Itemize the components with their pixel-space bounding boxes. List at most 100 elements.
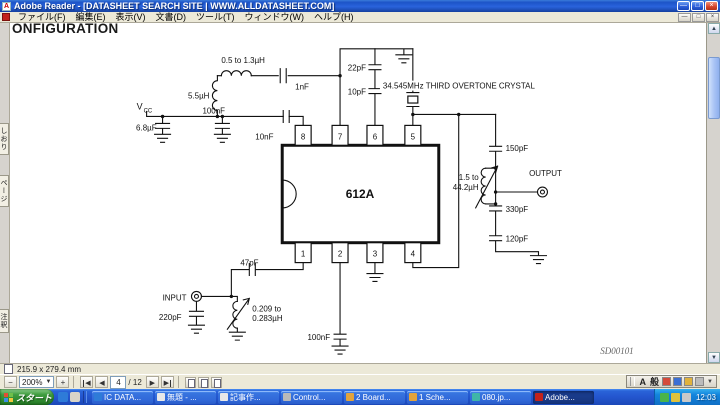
inductor-top-coil	[220, 70, 252, 77]
label-crystal: 34.545MHz THIRD OVERTONE CRYSTAL	[383, 82, 536, 91]
zoom-in-button[interactable]: +	[56, 376, 70, 388]
menu-view[interactable]: 表示(V)	[115, 11, 146, 22]
child-restore-button[interactable]: □	[692, 12, 705, 22]
menu-help[interactable]: ヘルプ(H)	[314, 11, 354, 22]
ime-options-icon[interactable]: ▼	[707, 378, 713, 385]
ime-dictionary-icon[interactable]	[684, 377, 694, 386]
facing-view-button[interactable]	[210, 376, 222, 388]
previous-page-button[interactable]: ◀	[95, 376, 109, 388]
taskbar-item-adobe-reader[interactable]: Adobe...	[533, 390, 594, 404]
ime-grip-handle[interactable]	[629, 377, 635, 386]
next-page-button[interactable]: ▶	[145, 376, 159, 388]
taskbar-item-untitled[interactable]: 無題 - ...	[155, 390, 216, 404]
chevron-down-icon: ▼	[45, 379, 52, 385]
page-size-text: 215.9 x 279.4 mm	[17, 364, 82, 374]
pin-1: 1	[301, 250, 306, 259]
ime-help-icon[interactable]	[695, 377, 705, 386]
quick-launch-desktop-icon[interactable]	[70, 392, 80, 402]
menu-document[interactable]: 文書(D)	[155, 11, 187, 22]
menu-file[interactable]: ファイル(F)	[18, 11, 66, 22]
tab-pages[interactable]: ページ	[0, 175, 9, 207]
task-buttons: IC DATA... 無題 - ... 記事作... Control... 2 …	[92, 390, 654, 404]
maximize-button[interactable]: □	[691, 1, 704, 11]
label-cap-100nf-top: 100nF	[202, 106, 225, 115]
pin-8: 8	[301, 132, 306, 141]
scroll-up-button[interactable]: ▲	[708, 23, 720, 34]
taskbar-item-schematic-group[interactable]: 1 Sche...	[407, 390, 468, 404]
minimize-button[interactable]: —	[677, 1, 690, 11]
ime-input-mode[interactable]: A	[639, 376, 647, 387]
quick-launch-browser-icon[interactable]	[58, 392, 68, 402]
tray-antivirus-icon[interactable]	[659, 392, 669, 402]
quick-launch-separator	[83, 391, 87, 403]
label-inductor-out-1: 1.5 to	[459, 173, 480, 182]
crystal-branch	[406, 48, 497, 126]
cap-220p-symbol	[187, 300, 205, 334]
menu-window[interactable]: ウィンドウ(W)	[244, 11, 305, 22]
schematic-wiring	[146, 48, 549, 355]
last-page-button[interactable]: ▶	[160, 376, 174, 388]
input-terminal	[190, 290, 202, 302]
ime-tool-icon[interactable]	[662, 377, 672, 386]
taskbar-item-article[interactable]: 記事作...	[218, 390, 279, 404]
pdf-page[interactable]: ONFIGURATION	[10, 23, 706, 363]
tab-bookmarks[interactable]: しおり	[0, 123, 9, 155]
cap-100nf-bot-symbol	[331, 262, 349, 355]
scroll-down-button[interactable]: ▼	[708, 352, 720, 363]
zoom-level-dropdown[interactable]: 200% ▼	[19, 376, 55, 388]
inductor-in-coil	[232, 300, 238, 329]
pin3-ground	[366, 262, 384, 283]
label-inductor-in-2: 0.283µH	[252, 314, 283, 323]
zoom-out-button[interactable]: −	[4, 376, 17, 388]
pin-5: 5	[411, 132, 416, 141]
child-close-button[interactable]: ×	[706, 12, 719, 22]
label-cap-22p: 22pF	[348, 64, 366, 73]
inductor-out-arrow	[474, 165, 499, 209]
label-cap-100nf-bot: 100nF	[307, 333, 330, 342]
taskbar-item-ic-data[interactable]: IC DATA...	[92, 390, 153, 404]
cap-6u8-symbol	[154, 115, 172, 143]
schematic-612a: ONFIGURATION	[12, 23, 634, 356]
tab-comments[interactable]: 注釈	[0, 309, 9, 333]
ic-612a: 8 7 6 5 1 2 3 4 612A	[280, 124, 441, 264]
tray-network-icon[interactable]	[681, 392, 691, 402]
start-button[interactable]: スタート	[0, 389, 54, 405]
document-icon[interactable]	[2, 13, 10, 21]
label-cap-120p: 120pF	[506, 235, 529, 244]
page-count-label: / 12	[128, 377, 142, 387]
quick-launch	[57, 391, 89, 403]
child-minimize-button[interactable]: —	[678, 12, 691, 22]
single-page-view-button[interactable]	[184, 376, 196, 388]
ic-notch	[281, 179, 297, 209]
continuous-view-button[interactable]	[197, 376, 209, 388]
label-cap-47p: 47pF	[240, 259, 258, 268]
taskbar-item-image[interactable]: 080.jp...	[470, 390, 531, 404]
pin-6: 6	[373, 132, 378, 141]
label-inductor-out-2: 44.2µH	[453, 183, 479, 192]
taskbar-clock[interactable]: 12:03	[695, 392, 716, 402]
ime-pad-icon[interactable]	[673, 377, 683, 386]
label-inductor-5u5: 5.5µH	[188, 92, 210, 101]
windows-flag-icon	[4, 392, 13, 402]
pin-4: 4	[411, 250, 416, 259]
inductor-in-arrow	[226, 297, 251, 330]
close-button[interactable]: ×	[705, 1, 718, 11]
taskbar-item-board-group[interactable]: 2 Board...	[344, 390, 405, 404]
vertical-scrollbar[interactable]: ▲ ▼	[706, 23, 720, 363]
label-cap-10p: 10pF	[348, 88, 366, 97]
inductor-5u5-coil	[211, 75, 218, 117]
menu-edit[interactable]: 編集(E)	[75, 11, 106, 22]
label-cap-330p: 330pF	[506, 205, 529, 214]
tray-volume-icon[interactable]	[670, 392, 680, 402]
label-vcc-sub: CC	[144, 108, 153, 114]
taskbar-item-control[interactable]: Control...	[281, 390, 342, 404]
menu-tools[interactable]: ツール(T)	[196, 11, 235, 22]
label-vcc: V	[137, 102, 143, 112]
page-number-input[interactable]: 4	[110, 375, 127, 389]
scrollbar-thumb[interactable]	[708, 57, 720, 119]
navigation-tab-strip: しおり ページ 注釈	[0, 23, 10, 363]
first-page-button[interactable]: ◀	[80, 376, 94, 388]
ime-conversion-mode[interactable]: 般	[650, 377, 660, 387]
menu-bar: ファイル(F) 編集(E) 表示(V) 文書(D) ツール(T) ウィンドウ(W…	[0, 12, 720, 23]
